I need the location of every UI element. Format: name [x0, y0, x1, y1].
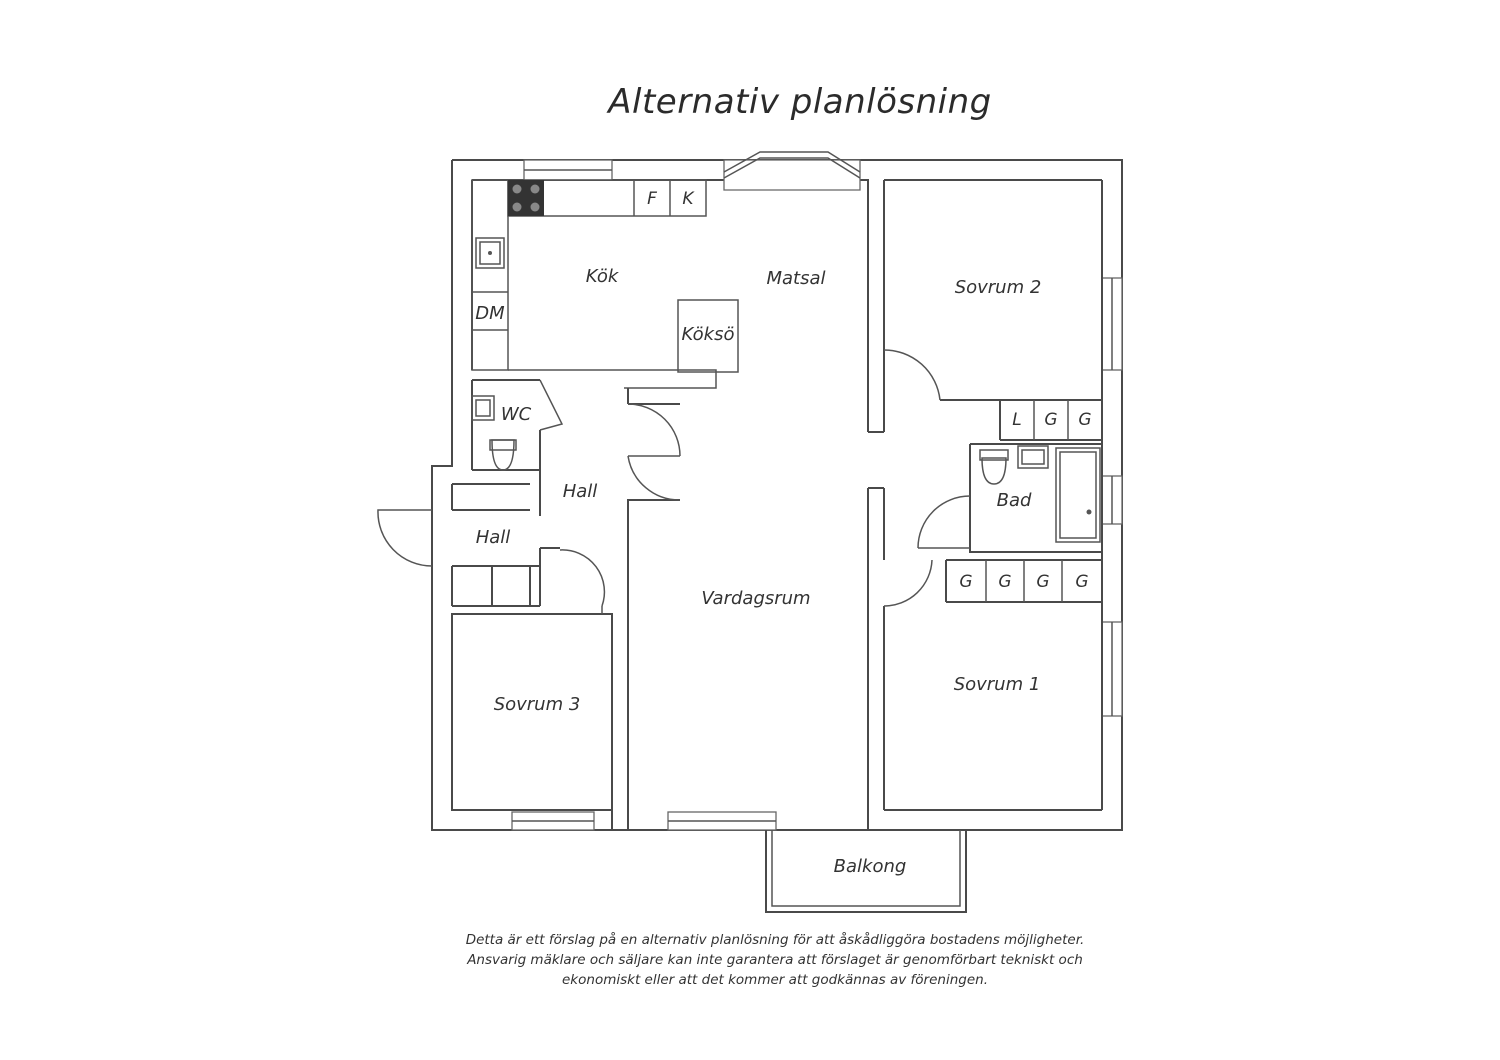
label-vardagsrum: Vardagsrum — [701, 588, 810, 609]
label-hall-entry: Hall — [476, 527, 511, 548]
label-linen: L — [1012, 410, 1021, 430]
kitchen-counters — [471, 179, 739, 389]
doors — [377, 349, 971, 614]
balcony — [765, 830, 967, 913]
label-kok: Kök — [586, 266, 620, 287]
label-wc: WC — [501, 404, 532, 425]
label-matsal: Matsal — [766, 268, 825, 289]
label-wardrobe: G — [1075, 572, 1088, 592]
bath-fixtures — [471, 395, 1101, 543]
label-sovrum3: Sovrum 3 — [494, 694, 581, 715]
label-balkong: Balkong — [834, 856, 907, 877]
label-dm: DM — [475, 303, 505, 324]
plan-title: Alternativ planlösning — [608, 82, 992, 122]
disclaimer-line: Ansvarig mäklare och säljare kan inte ga… — [467, 952, 1083, 968]
wardrobes — [985, 400, 1069, 602]
disclaimer: Detta är ett förslag på en alternativ pl… — [370, 930, 1180, 990]
label-bad: Bad — [997, 490, 1032, 511]
label-wardrobe: G — [1036, 572, 1049, 592]
label-freezer: K — [682, 189, 695, 209]
label-kokso: Köksö — [682, 324, 735, 345]
label-wardrobe: G — [959, 572, 972, 592]
label-wardrobe: G — [1078, 410, 1091, 430]
label-sovrum1: Sovrum 1 — [954, 674, 1041, 695]
disclaimer-line: Detta är ett förslag på en alternativ pl… — [465, 932, 1085, 948]
fixture-labels: F K L G G G G G G — [647, 189, 1091, 592]
label-wardrobe: G — [998, 572, 1011, 592]
label-wardrobe: G — [1044, 410, 1057, 430]
disclaimer-line: ekonomiskt eller att det kommer att godk… — [562, 972, 988, 988]
label-hall-inner: Hall — [563, 481, 598, 502]
room-labels: Kök Matsal Köksö DM WC Hall Hall Vardags… — [475, 266, 1041, 877]
label-fridge: F — [647, 189, 657, 209]
label-sovrum2: Sovrum 2 — [955, 277, 1042, 298]
